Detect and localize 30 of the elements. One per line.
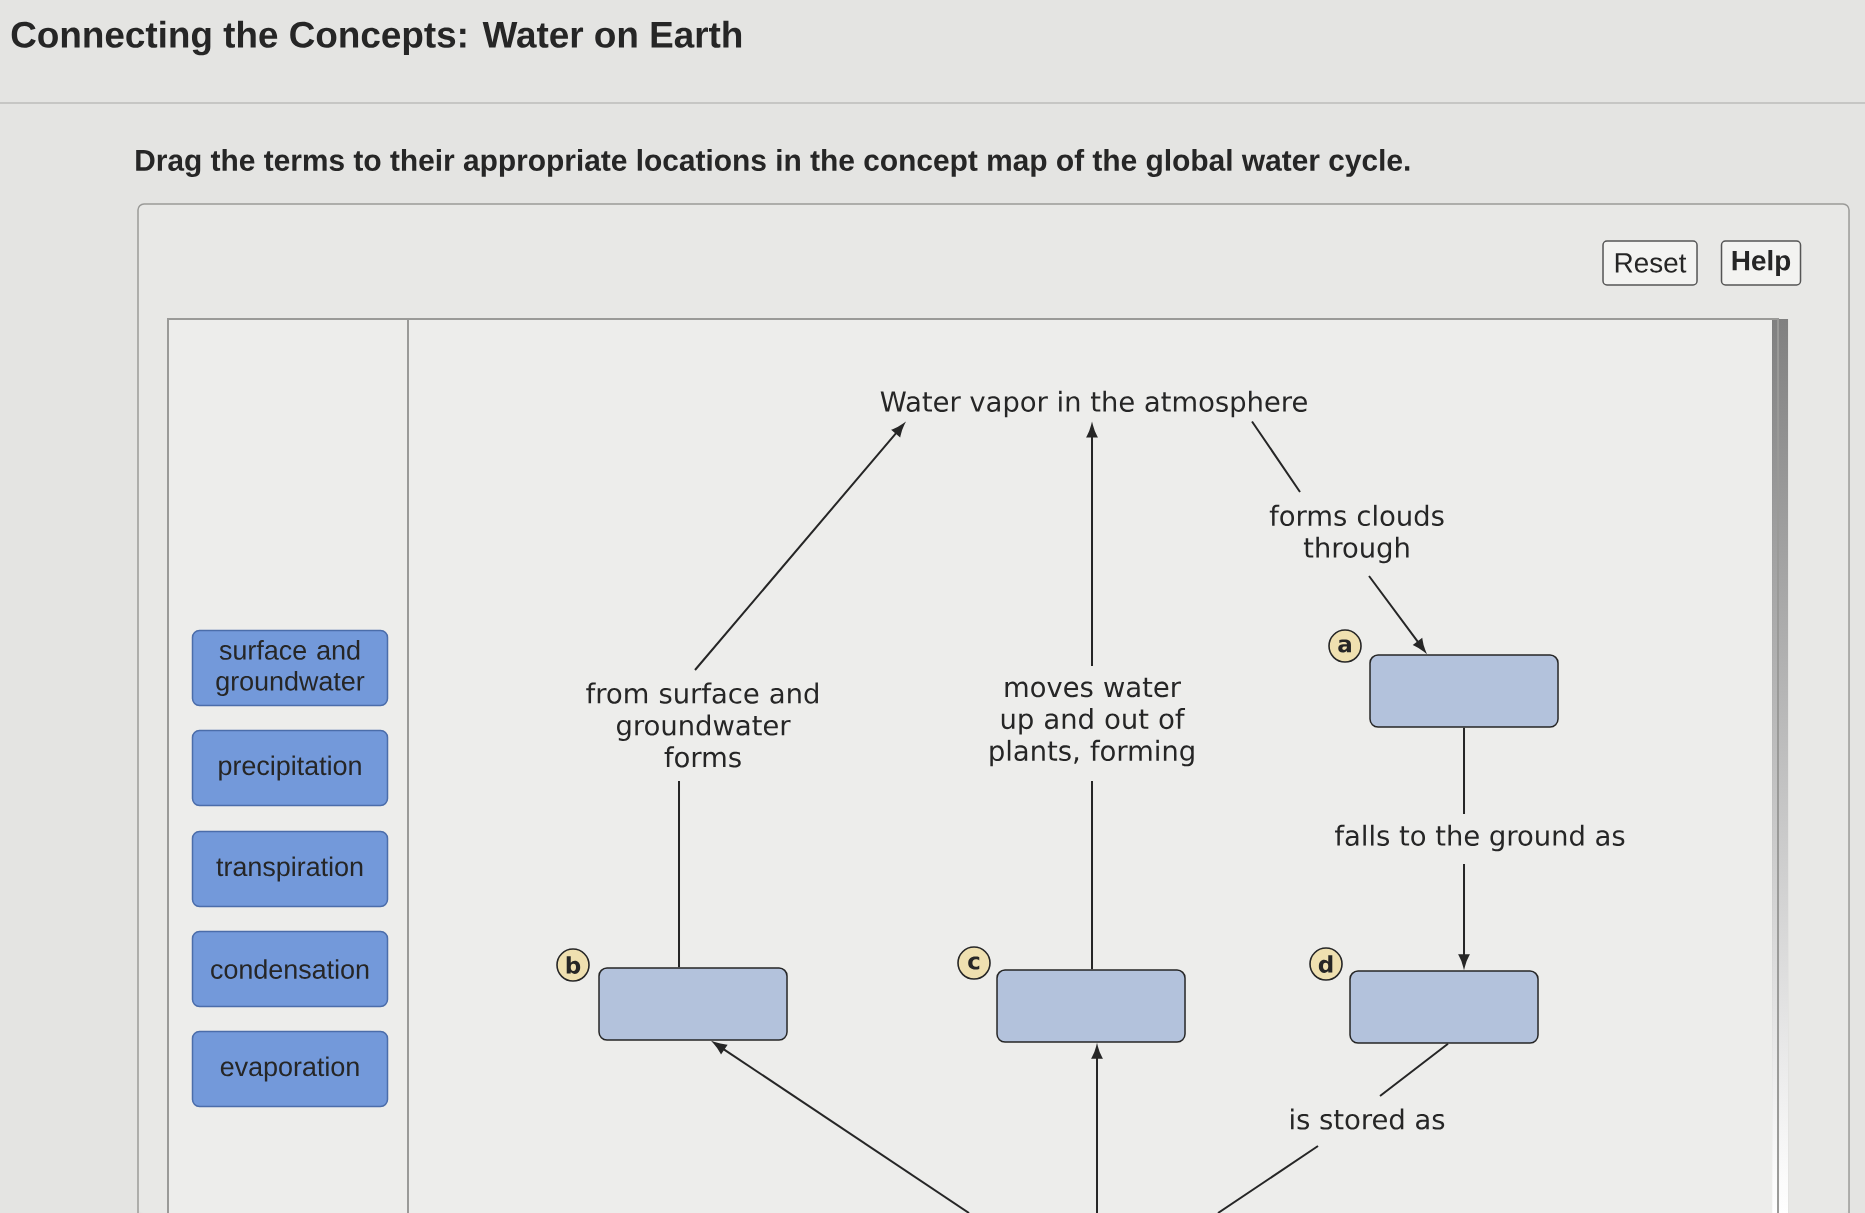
term-tile: evaporation [191, 1030, 389, 1108]
arrow [1251, 420, 1426, 652]
edge-label: forms clouds through [1269, 504, 1444, 564]
term-tile: surface and groundwater [191, 629, 389, 707]
arrow [678, 423, 905, 969]
term-tile: condensation [191, 930, 389, 1008]
edge-label: moves water up and out of plants, forming [990, 677, 1194, 767]
circled-letter: d [1309, 947, 1343, 981]
arrow [713, 1042, 970, 1213]
answer-box [996, 969, 1186, 1043]
edge-label: falls to the ground as [1335, 824, 1625, 852]
reset-button: Reset [1602, 240, 1698, 286]
answer-box [1349, 970, 1539, 1044]
edge-label: from surface and groundwater forms [586, 682, 818, 768]
term-tile: transpiration [191, 830, 389, 908]
circled-letter: b [556, 948, 590, 982]
circled-letter: c [957, 946, 991, 980]
circled-letter: a [1328, 629, 1362, 663]
instruction-text: Drag the terms to their appropriate locations in the concept map of the global water cycle. [136, 149, 1410, 177]
concept-text: Water vapor in the atmosphere [880, 390, 1307, 418]
connector-line [1217, 1042, 1449, 1213]
answer-box [598, 967, 788, 1041]
arrow [1086, 424, 1098, 971]
answer-box [1369, 654, 1559, 728]
help-button: Help [1720, 240, 1802, 286]
term-tile: precipitation [191, 729, 389, 807]
title: Connecting the Concepts: Water on Earth [11, 20, 742, 56]
edge-label: is stored as [1291, 1108, 1445, 1130]
arrow [1458, 726, 1470, 968]
arrow [1091, 1045, 1103, 1213]
